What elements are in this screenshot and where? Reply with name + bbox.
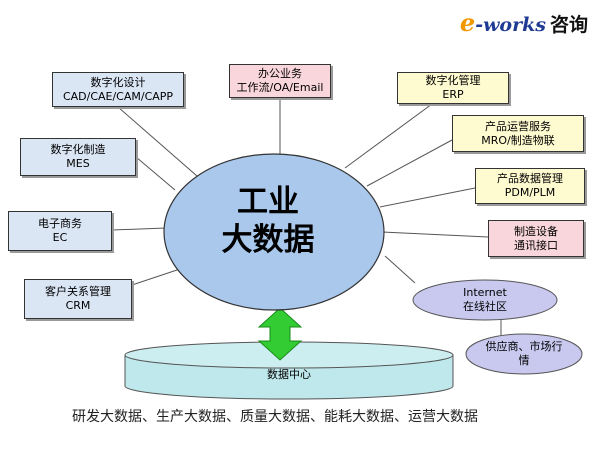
box-product-data-subtitle: PDM/PLM (504, 186, 556, 199)
box-digital-mfg-title: 数字化制造 (50, 143, 106, 156)
connector-equipment (381, 231, 489, 238)
connector-digital-mfg (135, 156, 176, 191)
internet-label-line2: 在线社区 (463, 300, 507, 313)
footer-caption: 研发大数据、生产大数据、质量大数据、能耗大数据、运营大数据 (72, 409, 478, 425)
box-crm-subtitle: CRM (65, 299, 91, 312)
box-office-title: 办公业务 (258, 67, 302, 80)
connector-product-data (379, 187, 476, 208)
box-digital-mfg-subtitle: MES (66, 157, 90, 170)
box-office: 办公业务 工作流/OA/Email (229, 64, 331, 98)
box-product-data: 产品数据管理 PDM/PLM (475, 168, 585, 204)
box-ecommerce-subtitle: EC (52, 231, 68, 244)
box-digital-management-title: 数字化管理 (425, 74, 481, 87)
box-digital-management: 数字化管理 ERP (397, 72, 509, 104)
internet-label: Internet 在线社区 (425, 286, 545, 314)
double-arrow (257, 307, 303, 361)
internet-label-line1: Internet (463, 286, 507, 299)
connector-digital-design (117, 106, 206, 184)
internet-ellipse (412, 279, 558, 321)
industrial-big-data-ellipse (163, 153, 385, 311)
box-ecommerce: 电子商务 EC (8, 211, 112, 251)
supplier-label-line2: 情 (518, 354, 530, 367)
box-digital-mfg: 数字化制造 MES (20, 138, 136, 176)
connector-digital-management (344, 103, 433, 169)
connector-internet (384, 255, 416, 284)
center-label: 工业 大数据 (188, 183, 348, 259)
box-product-ops-title: 产品运营服务 (485, 119, 551, 133)
box-equipment-title: 制造设备 (514, 224, 558, 238)
box-product-ops: 产品运营服务 MRO/制造物联 (452, 115, 584, 152)
connector-product-ops (366, 139, 453, 187)
center-label-line2: 大数据 (221, 222, 315, 258)
box-digital-design-title: 数字化设计 (90, 75, 146, 89)
box-crm-title: 客户关系管理 (45, 285, 111, 298)
box-digital-design-subtitle: CAD/CAE/CAM/CAPP (62, 89, 174, 103)
data-center-cylinder (124, 341, 454, 400)
box-digital-design: 数字化设计 CAD/CAE/CAM/CAPP (52, 72, 184, 107)
box-product-ops-subtitle: MRO/制造物联 (481, 133, 555, 147)
box-equipment-subtitle: 通讯接口 (514, 238, 558, 252)
box-digital-management-subtitle: ERP (442, 88, 464, 101)
box-ecommerce-title: 电子商务 (38, 217, 82, 230)
supplier-label: 供应商、市场行 情 (470, 340, 578, 368)
box-crm: 客户关系管理 CRM (24, 279, 132, 319)
supplier-ellipse (465, 333, 583, 375)
box-office-subtitle: 工作流/OA/Email (236, 81, 324, 94)
box-product-data-title: 产品数据管理 (497, 172, 563, 185)
connector-lines (111, 98, 502, 337)
connector-ecommerce (111, 227, 167, 231)
supplier-label-line1: 供应商、市场行 (485, 340, 563, 353)
center-label-line1: 工业 (237, 184, 299, 220)
data-center-label: 数据中心 (267, 368, 311, 381)
box-equipment: 制造设备 通讯接口 (488, 220, 584, 257)
